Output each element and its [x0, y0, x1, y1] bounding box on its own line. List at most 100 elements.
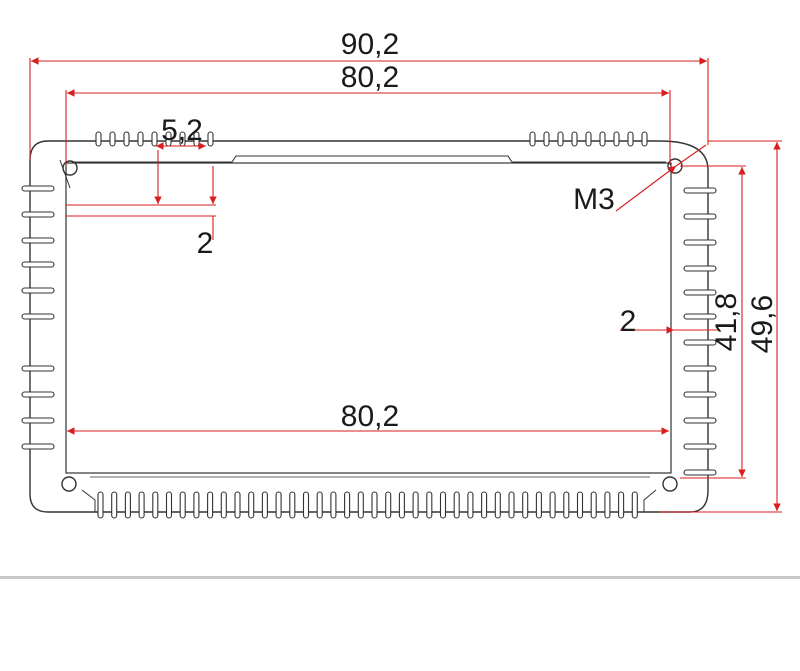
left-fin: [21, 287, 55, 294]
bottom-fin: [631, 491, 638, 519]
bottom-fin: [302, 491, 310, 519]
bottom-fin: [316, 491, 323, 519]
bottom-fin: [357, 491, 364, 519]
bottom-fin: [398, 491, 405, 519]
bottom-fin: [618, 491, 625, 519]
left-fin: [21, 211, 55, 218]
right-fin: [683, 365, 717, 372]
left-fins: [21, 185, 55, 450]
bottom-fin: [481, 491, 488, 519]
bottom-fin: [234, 491, 241, 519]
bottom-fin: [138, 491, 145, 519]
right-fins: [683, 187, 717, 476]
left-fin: [21, 443, 55, 450]
footer-divider: [0, 576, 800, 579]
footer-blank-area: [0, 579, 800, 671]
label-overall-height: 49,6: [746, 295, 779, 353]
left-fin: [21, 237, 55, 244]
label-wall-top: 2: [197, 227, 214, 260]
top-fin: [151, 131, 158, 147]
label-inner-width-top: 80,2: [341, 61, 399, 94]
bottom-fin: [439, 491, 447, 519]
top-fin: [207, 131, 214, 147]
top-fin: [585, 131, 592, 147]
bottom-fin: [563, 491, 570, 519]
bottom-fin: [261, 491, 268, 519]
top-fin: [599, 131, 606, 147]
top-fin: [543, 131, 550, 147]
left-fin: [21, 417, 55, 424]
label-inner-height: 41,8: [710, 293, 743, 351]
top-fin: [571, 131, 578, 147]
bottom-fin: [590, 491, 597, 519]
bottom-fin: [371, 491, 378, 519]
bottom-fin: [453, 491, 460, 519]
dim-m3-leader-b: [675, 144, 707, 167]
bottom-fin: [494, 491, 501, 519]
top-fin: [627, 131, 634, 147]
top-fin: [109, 131, 116, 147]
top-fin: [529, 131, 536, 147]
bottom-fin: [426, 491, 433, 519]
label-inner-width-bottom: 80,2: [341, 400, 399, 433]
right-fin: [683, 391, 717, 398]
bottom-fin: [124, 491, 131, 519]
dim-m3-leader-a: [615, 165, 677, 212]
right-fin: [683, 417, 717, 424]
top-fin: [95, 131, 102, 147]
bottom-fin: [535, 491, 542, 519]
bottom-fin: [248, 491, 255, 519]
right-fin: [683, 265, 717, 272]
bottom-fin: [467, 491, 474, 519]
bottom-fin: [549, 491, 556, 519]
screw-hole-bottom-left: [61, 476, 77, 492]
top-fin: [123, 131, 130, 147]
right-fin: [683, 313, 717, 320]
bottom-fin: [152, 491, 159, 519]
right-fin: [683, 239, 717, 246]
left-fin: [21, 261, 55, 268]
top-fin: [641, 131, 648, 147]
bottom-fin: [207, 491, 214, 519]
bottom-fin: [576, 491, 584, 519]
bottom-fin: [275, 491, 282, 519]
bottom-fin: [193, 491, 200, 519]
left-fin: [21, 391, 55, 398]
left-fin: [21, 185, 55, 192]
top-fin: [613, 131, 620, 147]
bottom-fins: [97, 491, 638, 519]
top-left-groove: [59, 159, 71, 189]
left-fin: [21, 365, 55, 372]
right-fin: [683, 289, 717, 296]
bottom-groove-left: [81, 489, 96, 512]
bottom-fin: [165, 491, 173, 519]
right-fin: [683, 213, 717, 220]
label-fin-pitch: 5,2: [161, 114, 203, 147]
bottom-fin: [179, 491, 186, 519]
bottom-fin: [111, 491, 118, 519]
bottom-fin: [604, 491, 611, 519]
bottom-fin: [385, 491, 392, 519]
right-fin: [683, 339, 717, 346]
bottom-fin: [289, 491, 296, 519]
dimension-lines: [29, 57, 782, 513]
right-fin: [683, 187, 717, 194]
top-fin: [137, 131, 144, 147]
screw-hole-bottom-right: [662, 476, 678, 492]
label-screw-hole: M3: [573, 183, 615, 216]
bottom-fin: [97, 491, 104, 519]
top-fin: [557, 131, 564, 147]
bottom-groove-right: [643, 489, 657, 512]
right-fin: [683, 443, 717, 450]
bottom-fin: [344, 491, 351, 519]
bottom-fin: [522, 491, 529, 519]
bottom-fin: [412, 491, 419, 519]
left-fin: [21, 313, 55, 320]
extrusion-profile-drawing: 90,2 80,2 5,2 2 M3 2 80,2 41,8 49,6: [21, 28, 782, 519]
bottom-fin: [330, 491, 337, 519]
label-overall-width: 90,2: [341, 28, 399, 61]
label-wall-side: 2: [620, 305, 637, 338]
top-rail: [72, 155, 666, 163]
bottom-fin: [508, 491, 515, 519]
